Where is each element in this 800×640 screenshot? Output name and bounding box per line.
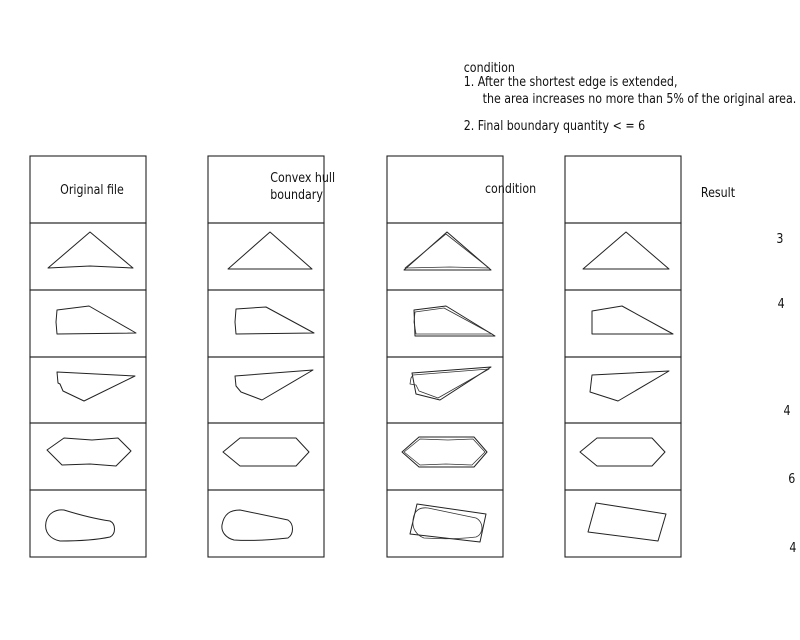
column-header-convex-hull-line2: boundary [270, 187, 323, 202]
result-count-row5: 4 [789, 540, 796, 555]
grid-cell [386, 222, 504, 291]
grid-cell [29, 356, 147, 424]
grid-cell [29, 289, 147, 358]
grid-cell [207, 222, 325, 291]
column-convex-hull: Convex hull boundary [207, 155, 335, 558]
column-header-original-file: Original file [60, 182, 124, 197]
rounded-quad-shape [221, 509, 293, 541]
grid-cell [564, 289, 682, 358]
grid-cell [29, 422, 147, 491]
quad-overlay-shape [412, 507, 483, 540]
triangle-shape [47, 231, 134, 269]
quadrilateral-shape [591, 305, 674, 335]
quadrilateral-overlay-shape [413, 307, 493, 335]
pentagon-overlay-shape [409, 368, 490, 399]
quadrilateral-shape [589, 370, 670, 402]
quad-shape [409, 503, 487, 543]
condition-rule-1: 1. After the shortest edge is extended, [464, 74, 678, 89]
triangle-shape [582, 231, 670, 270]
hexagon-shape [222, 437, 310, 467]
condition-rule-1-continued: the area increases no more than 5% of th… [483, 91, 797, 106]
condition-block: condition 1. After the shortest edge is … [464, 60, 797, 133]
quadrilateral-shape [55, 305, 137, 335]
grid-cell [207, 489, 325, 558]
triangle-overlay-shape [404, 233, 490, 269]
grid-cell [564, 222, 682, 291]
header-cell [564, 155, 682, 224]
column-condition: condition [386, 155, 536, 558]
pentagon-shape [411, 366, 492, 401]
column-header-condition: condition [485, 181, 536, 196]
result-count-row3: 4 [784, 403, 791, 418]
grid-cell [386, 289, 504, 358]
column-original-file: Original file [29, 155, 147, 558]
result-count-row2: 4 [778, 296, 785, 311]
grid-cell [386, 422, 504, 491]
triangle-shape [403, 231, 492, 271]
hexagon-shape [46, 437, 132, 467]
pentagon-shape [56, 371, 136, 402]
grid-cell [564, 422, 682, 491]
grid-cell [386, 489, 504, 558]
grid-cell [29, 222, 147, 291]
rounded-quad-shape [45, 509, 115, 542]
grid-cell [207, 289, 325, 358]
hexagon-shape [579, 437, 666, 467]
column-header-convex-hull-line1: Convex hull [270, 170, 335, 185]
column-result: Result 3 4 4 6 4 [564, 155, 797, 558]
condition-title: condition [464, 60, 515, 75]
hexagon-shape [401, 436, 488, 468]
grid-cell [207, 356, 325, 424]
result-count-row4: 6 [788, 471, 795, 486]
pentagon-shape [234, 369, 314, 401]
column-header-result: Result [701, 185, 735, 200]
hexagon-overlay-shape [403, 438, 486, 466]
grid-cell [29, 489, 147, 558]
grid-cell [564, 356, 682, 424]
grid-cell [564, 489, 682, 558]
result-count-row1: 3 [776, 231, 783, 246]
grid-cell [386, 356, 504, 424]
grid-cell [207, 422, 325, 491]
condition-rule-2: 2. Final boundary quantity < = 6 [464, 118, 646, 133]
triangle-shape [227, 231, 313, 270]
quadrilateral-shape [234, 306, 315, 335]
quad-shape [587, 502, 667, 542]
